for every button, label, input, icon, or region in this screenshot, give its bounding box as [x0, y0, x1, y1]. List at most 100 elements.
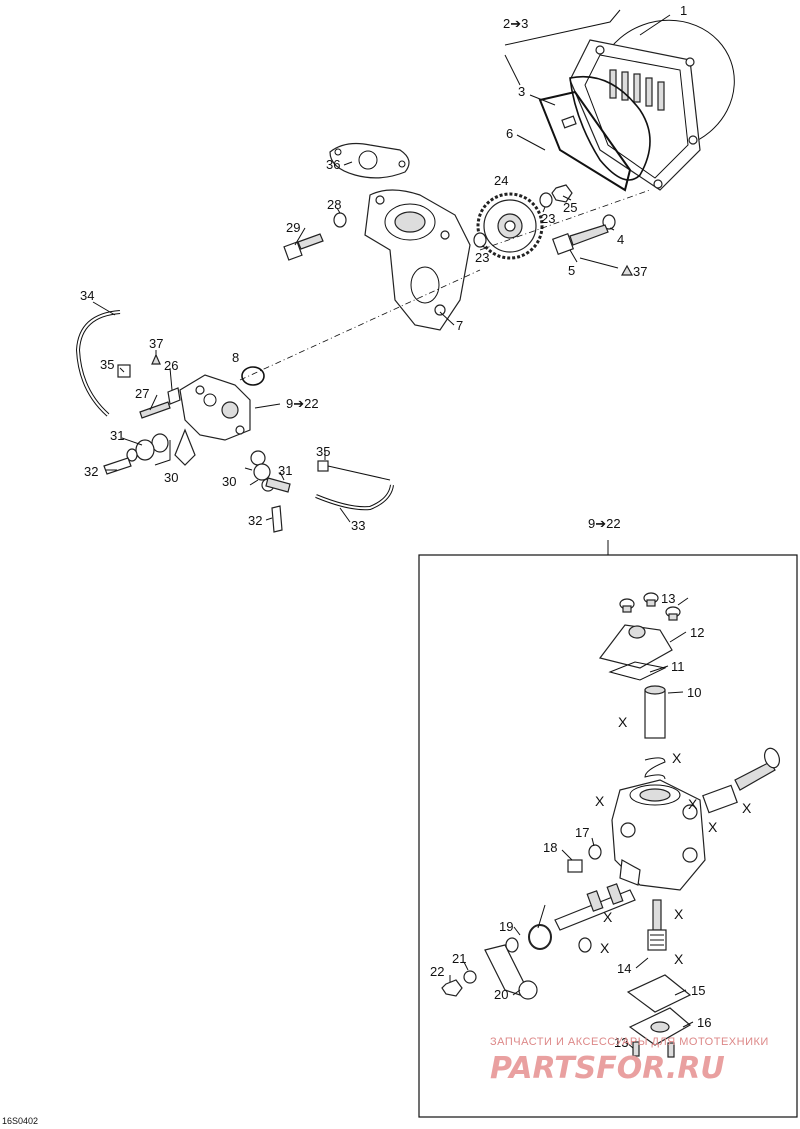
nut-part-22: [441, 979, 463, 997]
x-marker: X: [674, 906, 684, 922]
callout-20: 20: [494, 987, 508, 1002]
bolt-part-32: [103, 457, 132, 475]
callout-34: 34: [80, 288, 94, 303]
callout-14: 14: [617, 961, 631, 976]
callout-12: 12: [690, 625, 704, 640]
callout-21: 21: [452, 951, 466, 966]
washer-part-28: [333, 212, 347, 228]
callout-10: 10: [687, 685, 701, 700]
clip-part-35-b: [317, 460, 329, 472]
callout-23-b: 23: [475, 250, 489, 265]
callout-25: 25: [563, 200, 577, 215]
bearing-part-19: [528, 924, 552, 950]
bolt-part-27: [139, 401, 171, 419]
callout-13-b: 13: [614, 1035, 628, 1050]
callout-1: 1: [680, 3, 687, 18]
callout-35-a: 35: [100, 357, 114, 372]
callout-8: 8: [232, 350, 239, 365]
watermark-logo: PARTSFOR.RU: [490, 1051, 725, 1086]
pump-body: [611, 779, 706, 891]
x-marker: X: [708, 819, 718, 835]
oil-pump-part-9-22: [174, 374, 251, 466]
plug-part-18: [567, 859, 583, 873]
hose-part-33: [315, 484, 394, 511]
callout-32-a: 32: [84, 464, 98, 479]
x-marker: X: [742, 800, 752, 816]
callout-35-b: 35: [316, 444, 330, 459]
callout-32-b: 32: [248, 513, 262, 528]
callout-15: 15: [691, 983, 705, 998]
callout-13-a: 13: [661, 591, 675, 606]
callout-30-a: 30: [164, 470, 178, 485]
spring: [644, 757, 666, 780]
callout-27: 27: [135, 386, 149, 401]
housing-part-7: [364, 189, 471, 331]
clip-part-35: [117, 364, 131, 378]
callout-31-b: 31: [278, 463, 292, 478]
watermark-tagline: ЗАПЧАСТИ И АКСЕССУАРЫ ДЛЯ МОТОТЕХНИКИ: [490, 1036, 769, 1048]
callout-7: 7: [456, 318, 463, 333]
bolt-part-32-b: [271, 505, 283, 533]
callout-3: 3: [518, 84, 525, 99]
bolt-part-29: [283, 233, 324, 261]
x-marker: X: [688, 796, 698, 812]
callout-24: 24: [494, 173, 508, 188]
callout-18: 18: [543, 840, 557, 855]
x-marker: X: [603, 909, 613, 925]
callout-4: 4: [617, 232, 624, 247]
callout-19: 19: [499, 919, 513, 934]
callout-29: 29: [286, 220, 300, 235]
diagram-code: 16S0402: [2, 1116, 38, 1126]
banjo-part-30-b: [250, 450, 275, 492]
drop-icon: [620, 264, 634, 276]
callout-33: 33: [351, 518, 365, 533]
callout-11: 11: [671, 659, 685, 674]
fitting-part-26: [167, 387, 181, 405]
drop-icon-37: [151, 353, 161, 365]
cover-part-12: [598, 624, 673, 669]
callout-37-b: 37: [149, 336, 163, 351]
gasket-part-36: [329, 142, 410, 179]
bolt-part-5: [551, 224, 609, 256]
x-marker: X: [618, 714, 628, 730]
callout-17: 17: [575, 825, 589, 840]
plunger-assembly: [702, 747, 781, 814]
camshaft: [554, 883, 636, 931]
detail-box: [418, 554, 798, 1118]
callout-36: 36: [326, 157, 340, 172]
callout-26: 26: [164, 358, 178, 373]
callout-31-a: 31: [110, 428, 124, 443]
cover-part-1: [569, 19, 735, 191]
shaft-part-14: [647, 899, 667, 951]
callout-28: 28: [327, 197, 341, 212]
callout-6: 6: [506, 126, 513, 141]
leader-lines-upper: [92, 9, 671, 523]
screws-part-13: [619, 592, 681, 621]
callout-5: 5: [568, 263, 575, 278]
x-marker: X: [595, 793, 605, 809]
callout-22: 22: [430, 964, 444, 979]
gasket-part-15: [626, 974, 692, 1013]
callout-9-22-a: 9➔22: [286, 396, 319, 411]
leader-lines-detail: [449, 597, 694, 1049]
x-marker: X: [672, 750, 682, 766]
x-marker: X: [674, 951, 684, 967]
callout-2-3: 2➔3: [503, 16, 528, 31]
gear-part-24: [476, 192, 544, 260]
callout-23-a: 23: [541, 211, 555, 226]
o-ring-part-2-3: [569, 75, 651, 181]
x-marker: X: [600, 940, 610, 956]
washer-part-21: [463, 970, 477, 984]
banjo-part-30: [126, 433, 169, 462]
callout-37-a: 37: [633, 264, 647, 279]
dowel-part-3: [561, 115, 577, 129]
callout-30-b: 30: [222, 474, 236, 489]
piston-part-10: [644, 685, 666, 739]
gasket-part-11: [608, 661, 667, 681]
washer-part-17: [588, 844, 602, 860]
callout-16: 16: [697, 1015, 711, 1030]
callout-9-22-b: 9➔22: [588, 516, 621, 531]
washer-part-23: [473, 192, 553, 248]
washer-part-4: [602, 214, 616, 230]
